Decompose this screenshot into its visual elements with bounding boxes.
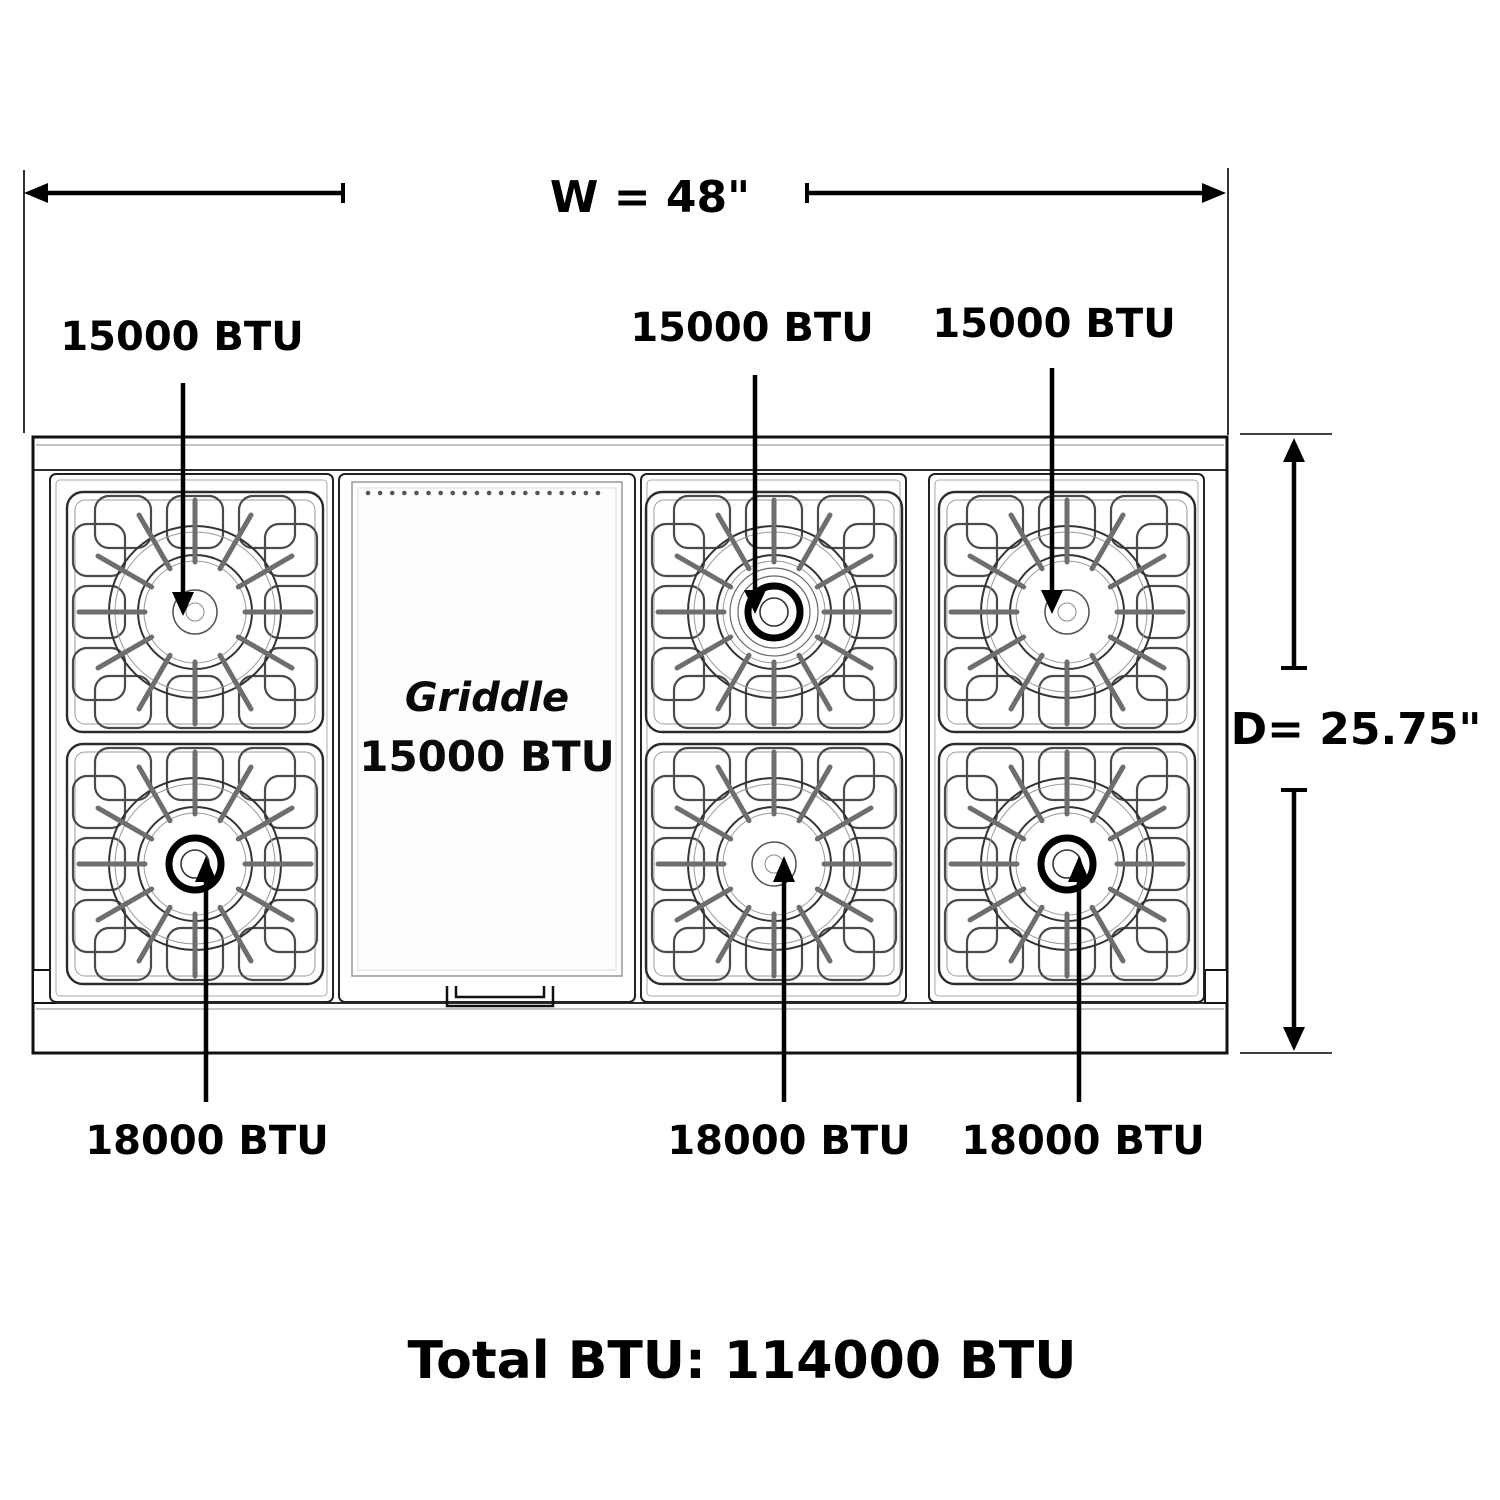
callout-top-middle-burner: 15000 BTU — [630, 305, 874, 614]
right-arrowhead-icon — [1202, 183, 1226, 203]
up-arrowhead-icon — [1068, 856, 1090, 882]
top-right-burner-label: 15000 BTU — [932, 301, 1175, 347]
depth-dimension: D= 25.75" — [1231, 433, 1482, 1054]
griddle-name: Griddle — [405, 675, 569, 721]
total-btu-text: Total BTU: 114000 BTU — [408, 1331, 1077, 1391]
griddle-plate — [351, 481, 623, 977]
down-arrowhead-icon — [172, 592, 194, 616]
left-arrowhead-icon — [24, 183, 48, 203]
tray-middle — [640, 473, 907, 1003]
burner-center-top-middle — [729, 567, 819, 657]
tray-middle-inner — [646, 479, 901, 997]
callout-bottom-right-burner: 18000 BTU — [961, 856, 1205, 1164]
griddle-handle-icon — [445, 986, 555, 1008]
right-rail-step — [1204, 969, 1228, 1004]
burner-center-top-left — [172, 589, 218, 635]
callout-top-left-burner: 15000 BTU — [60, 314, 304, 616]
tray-left-inner — [55, 479, 328, 997]
tray-right-inner — [934, 479, 1199, 997]
griddle-btu: 15000 BTU — [359, 732, 615, 781]
range-body: Griddle 15000 BTU — [31, 435, 1229, 1055]
top-middle-burner-label: 15000 BTU — [630, 305, 873, 351]
top-left-burner-label: 15000 BTU — [60, 314, 303, 360]
down-arrowhead-icon — [744, 590, 766, 614]
up-arrowhead-icon — [195, 856, 217, 882]
callout-top-right-burner: 15000 BTU — [932, 301, 1176, 614]
depth-dimension-label: D= 25.75" — [1231, 704, 1482, 755]
down-arrowhead-icon — [1283, 1027, 1305, 1051]
width-dimension: W = 48" — [23, 168, 1229, 435]
bottom-right-burner-label: 18000 BTU — [961, 1118, 1204, 1164]
griddle-plate-inner — [357, 487, 617, 971]
up-arrowhead-icon — [1283, 438, 1305, 462]
tray-left — [49, 473, 334, 1003]
up-arrowhead-icon — [773, 856, 795, 882]
down-arrowhead-icon — [1041, 590, 1063, 614]
griddle-section: Griddle 15000 BTU — [351, 481, 623, 1008]
width-dimension-label: W = 48" — [550, 172, 750, 223]
burner-center-top-right — [1044, 589, 1090, 635]
callout-bottom-left-burner: 18000 BTU — [85, 856, 329, 1164]
bottom-middle-burner-label: 18000 BTU — [667, 1118, 910, 1164]
bottom-left-burner-label: 18000 BTU — [85, 1118, 328, 1164]
callout-bottom-middle-burner: 18000 BTU — [667, 856, 911, 1164]
